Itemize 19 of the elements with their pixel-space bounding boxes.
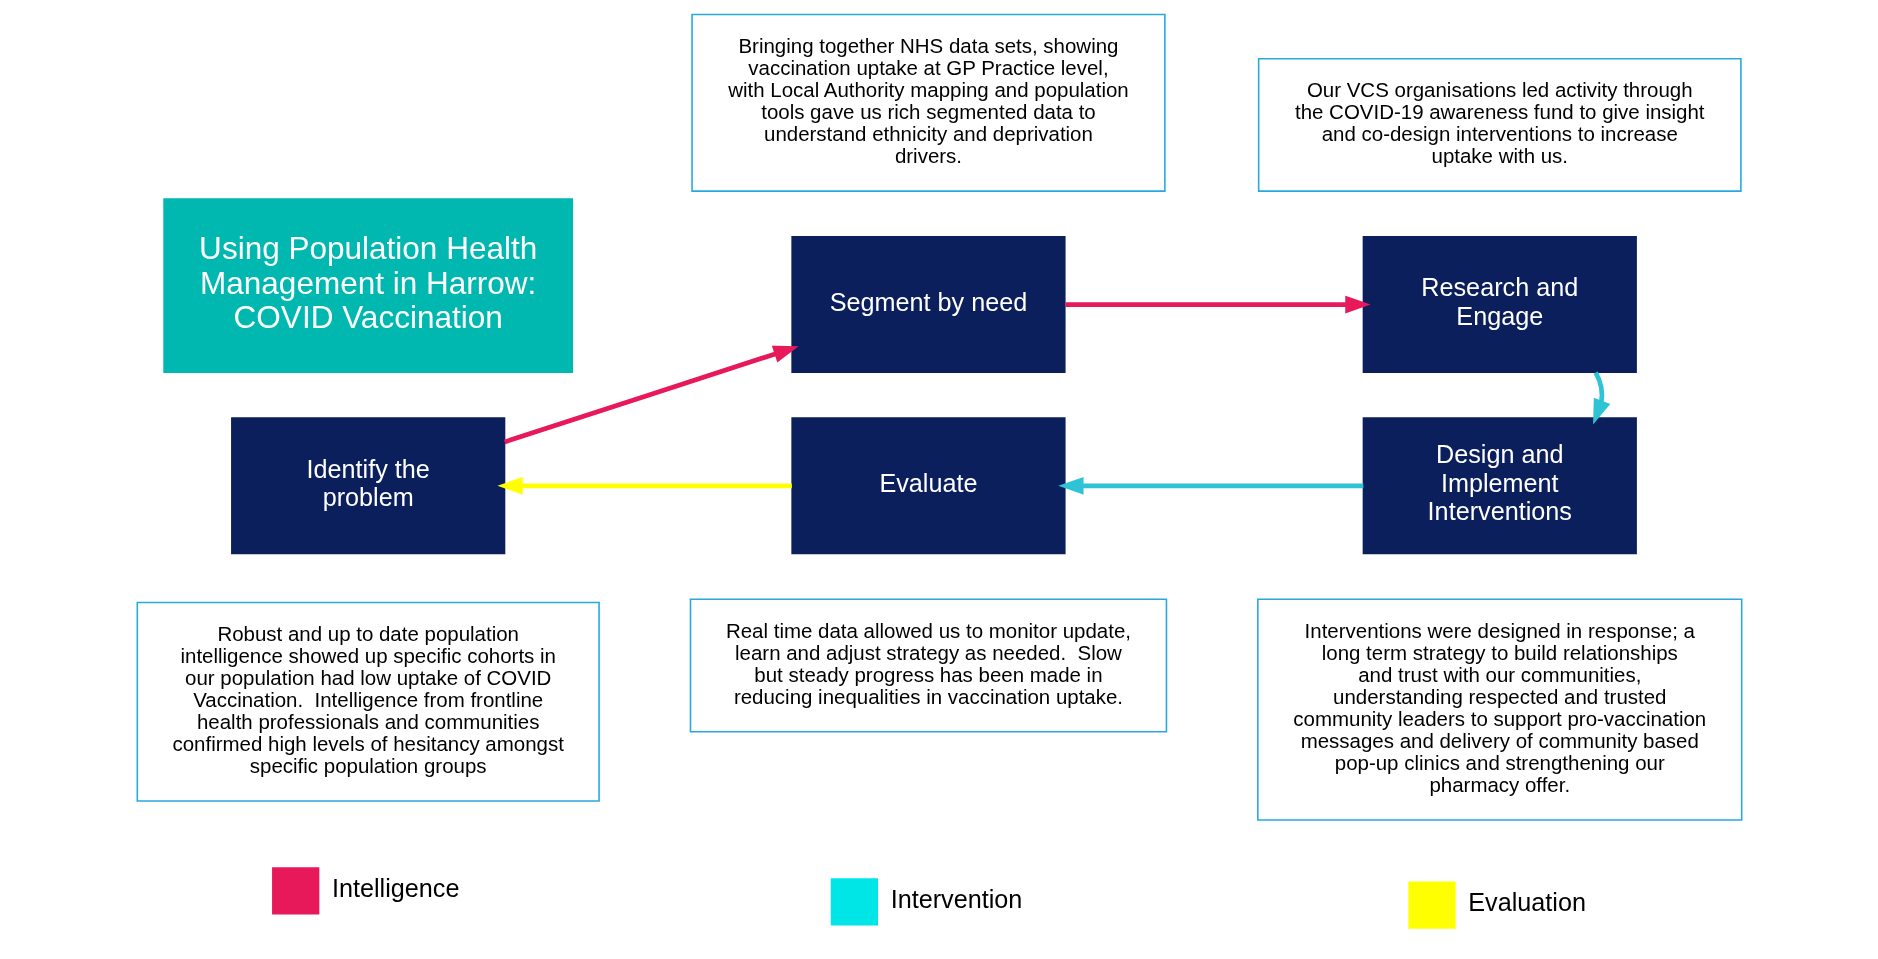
legend-label: Evaluation xyxy=(1467,888,1586,917)
node-box: Design and Implement Interventions xyxy=(1362,417,1637,555)
arrow xyxy=(1057,476,1363,495)
arrow xyxy=(1064,295,1371,314)
node-box: Using Population Health Management in Harrow: COVID Vaccination xyxy=(162,198,573,374)
node-box: Evaluate xyxy=(790,417,1066,555)
node-box: Robust and up to date population intelligence showed up specific cohorts in our population had low uptake of COVID Vaccination. Intelligence from frontline health professionals and communities confirmed high levels of hesitancy amongst specific population groups xyxy=(136,601,600,802)
node-box: Real time data allowed us to monitor update, learn and adjust strategy as needed. Slow but steady progress has been made in reducing inequalities in vaccination uptake. xyxy=(689,598,1167,733)
node-box: Our VCS organisations led activity through the COVID-19 awareness fund to give insight and co-design interventions to increase uptake with us. xyxy=(1257,57,1742,192)
node-box: Research and Engage xyxy=(1362,236,1637,374)
legend-label: Intelligence xyxy=(331,873,459,902)
legend-label: Intervention xyxy=(890,884,1022,913)
arrow xyxy=(1592,371,1610,425)
arrow xyxy=(496,476,792,495)
node-box: Bringing together NHS data sets, showing vaccination uptake at GP Practice level, with Local Authority mapping and population tools gave us rich segmented data to understand ethnicity and deprivation drivers. xyxy=(690,13,1166,192)
arrow xyxy=(503,345,799,445)
node-box: Interventions were designed in response; a long term strategy to build relationships and trust with our communities, understanding respected and trusted community leaders to support pro-vaccination messages and delivery of community based pop-up clinics and strengthening our pharmacy offer. xyxy=(1256,598,1742,821)
node-box: Segment by need xyxy=(790,236,1066,374)
node-box: Identify the problem xyxy=(230,417,505,555)
